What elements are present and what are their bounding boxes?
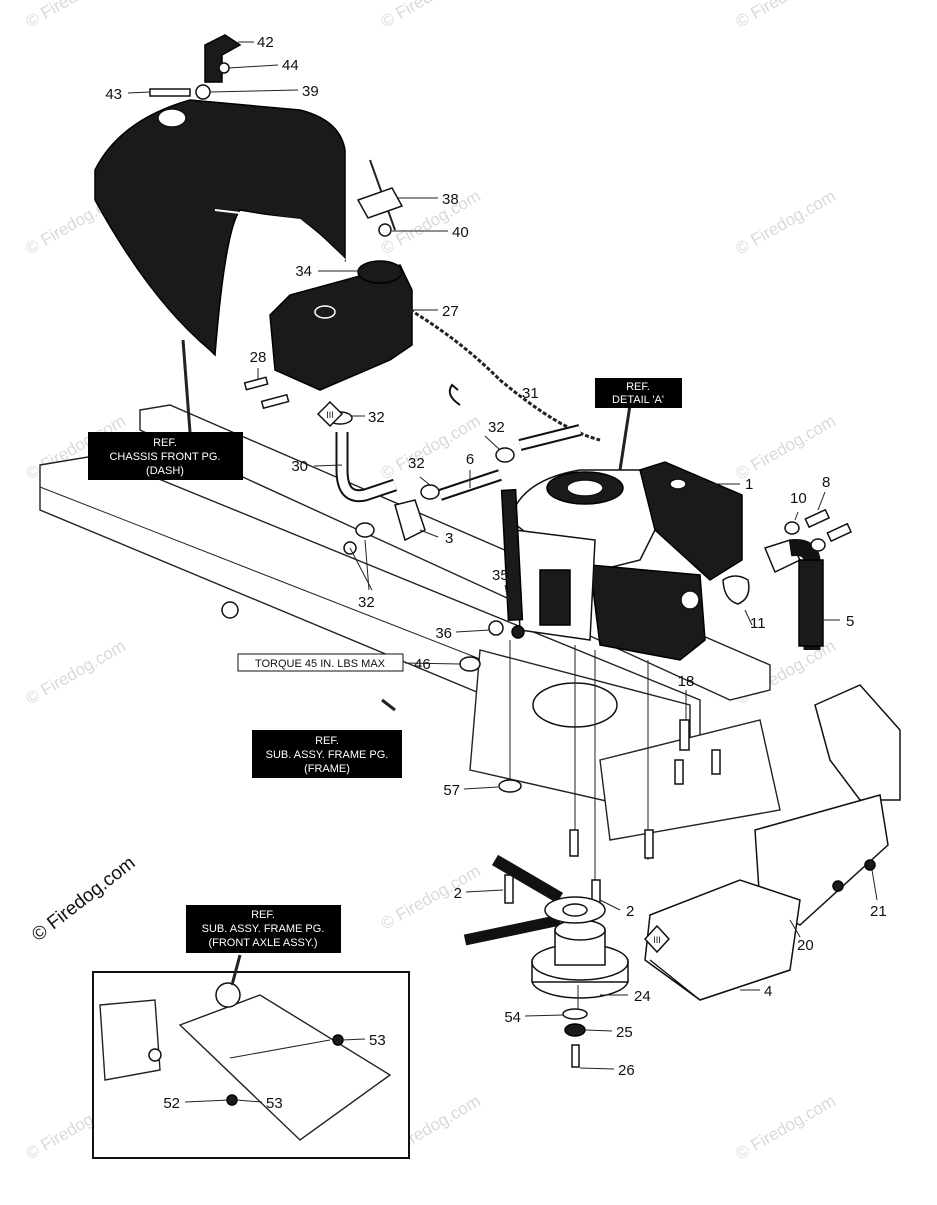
ref-box-chassis: REF. CHASSIS FRONT PG. (DASH) [88,432,243,480]
callout-54: 54 [504,1009,521,1026]
watermark: © Firedog.com [23,0,129,31]
svg-text:SUB. ASSY. FRAME PG.: SUB. ASSY. FRAME PG. [266,749,389,761]
callout-44: 44 [282,57,299,74]
watermark: © Firedog.com [733,0,839,31]
svg-text:DETAIL 'A': DETAIL 'A' [612,394,664,406]
svg-text:SUB. ASSY. FRAME PG.: SUB. ASSY. FRAME PG. [202,923,325,935]
hood-assembly [94,34,346,357]
callout-53: 53 [266,1095,283,1112]
side-watermark: © Firedog.com [28,853,139,946]
callout-26: 26 [618,1062,635,1079]
callout-20: 20 [797,937,814,954]
svg-text:III: III [653,935,661,945]
front-grill [644,684,901,1001]
callout-40: 40 [452,224,469,241]
svg-text:TORQUE 45 IN. LBS MAX: TORQUE 45 IN. LBS MAX [255,658,386,670]
callout-39: 39 [302,83,319,100]
inset-detail [92,971,410,1159]
watermark: © Firedog.com [378,0,484,31]
callout-30: 30 [291,458,308,475]
callout-18: 18 [678,673,695,690]
svg-text:(FRAME): (FRAME) [304,763,350,775]
fuel-tank [243,260,601,442]
watermark: © Firedog.com [733,186,839,258]
svg-text:(DASH): (DASH) [146,465,184,477]
callout-24: 24 [634,988,651,1005]
torque-label: TORQUE 45 IN. LBS MAX [237,653,404,672]
svg-text:(FRONT AXLE ASSY.): (FRONT AXLE ASSY.) [208,937,317,949]
callout-4: 4 [764,983,772,1000]
callout-27: 27 [442,303,459,320]
callout-38: 38 [442,191,459,208]
callout-35: 35 [492,567,509,584]
callout-32: 32 [488,419,505,436]
svg-text:REF.: REF. [251,909,275,921]
callout-25: 25 [616,1024,633,1041]
callout-57: 57 [443,782,460,799]
callout-52: 52 [163,1095,180,1112]
callout-32: 32 [408,455,425,472]
svg-text:REF.: REF. [626,381,650,393]
watermark: © Firedog.com [378,861,484,933]
callout-6: 6 [466,451,474,468]
iii-symbol: III [316,400,344,428]
callout-46: 46 [414,656,431,673]
callout-32: 32 [358,594,375,611]
engine [500,461,743,661]
callout-1: 1 [745,476,753,493]
callout-43: 43 [105,86,122,103]
callout-31: 31 [522,385,539,402]
callout-34: 34 [295,263,312,280]
callout-11: 11 [750,615,766,632]
drive-pulley [463,854,629,1068]
callout-labels: 42 44 43 39 38 40 34 27 28 31 32 32 30 6… [105,34,886,1112]
svg-text:REF.: REF. [315,735,339,747]
callout-8: 8 [822,474,830,491]
callout-42: 42 [257,34,274,51]
leader-lines [127,41,878,1103]
ref-box-detail-a: REF. DETAIL 'A' [595,378,682,408]
callout-28: 28 [250,349,267,366]
watermark: © Firedog.com [378,411,484,483]
watermark: © Firedog.com [23,636,129,708]
svg-text:CHASSIS FRONT PG.: CHASSIS FRONT PG. [109,451,220,463]
callout-10: 10 [790,490,807,507]
callout-2: 2 [626,903,634,920]
callout-2: 2 [454,885,462,902]
callout-5: 5 [846,613,854,630]
callout-53: 53 [369,1032,386,1049]
callout-3: 3 [445,530,453,547]
watermark: © Firedog.com [733,1091,839,1163]
throttle-cable-bracket [356,159,404,237]
callout-21: 21 [870,903,887,920]
iii-symbol: III [643,924,671,954]
watermark: © Firedog.com [733,411,839,483]
svg-text:REF.: REF. [153,437,177,449]
exhaust [722,508,853,650]
callout-32: 32 [368,409,385,426]
callout-36: 36 [435,625,452,642]
ref-box-front-axle: REF. SUB. ASSY. FRAME PG. (FRONT AXLE AS… [186,905,341,953]
svg-text:III: III [326,410,334,420]
ref-box-subframe: REF. SUB. ASSY. FRAME PG. (FRAME) [252,730,402,778]
